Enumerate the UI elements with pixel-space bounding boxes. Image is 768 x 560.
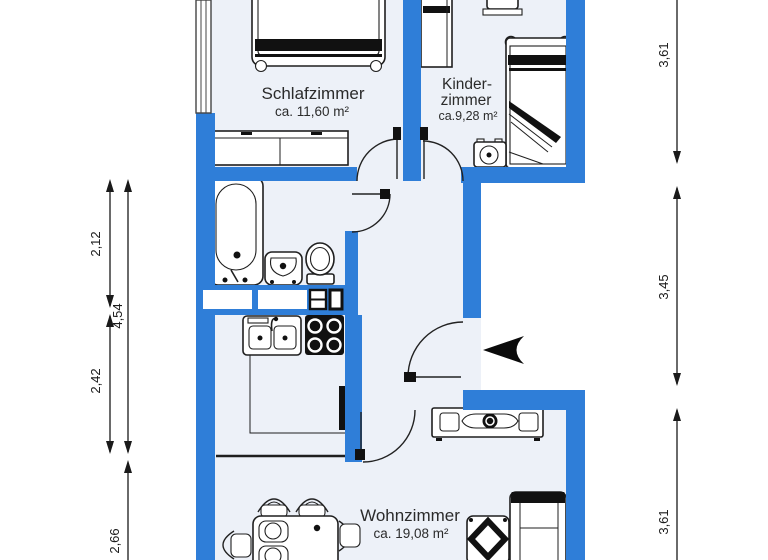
double-bed [251,0,386,73]
wall-room-divider [403,0,421,181]
door-livingroom [355,409,416,463]
dim-3-61-bottom: 3,61 [656,509,671,534]
kids-desk [420,0,453,68]
label-wohnzimmer: Wohnzimmer [360,506,460,525]
dim-2-42: 2,42 [88,368,103,393]
wall-left-exterior [196,113,215,560]
entrance-arrow [483,336,524,364]
dim-3-45: 3,45 [656,274,671,299]
door-entrance [404,321,464,382]
label-kinderzimmer-area: ca.9,28 m² [438,109,497,123]
toilet [305,242,335,285]
label-wohnzimmer-area: ca. 19,08 m² [373,526,449,541]
sofa [509,491,567,560]
wall-hall-right [463,183,481,318]
wall-right-upper [566,0,585,183]
ottoman [466,515,510,560]
bathroom-sink [264,251,303,286]
bathtub [208,176,264,286]
meter-icon [308,288,344,311]
dim-2-12: 2,12 [88,231,103,256]
stove [305,315,344,355]
door-bedroom [356,127,401,182]
kids-bed [504,35,572,169]
wall-livingroom-top [463,390,585,410]
fan-box [473,138,507,168]
dim-3-61-top: 3,61 [656,42,671,67]
dimensions-right: 3,61 3,45 3,61 [656,0,681,560]
wall-kidsroom-bottom [461,167,585,183]
dining-set [222,498,361,560]
sideboard [431,407,544,441]
dim-2-66: 2,66 [107,528,122,553]
kitchen-counter-line [216,355,347,458]
kids-stool [482,0,523,16]
label-schlafzimmer-area: ca. 11,60 m² [275,104,350,119]
room-labels: Schlafzimmer ca. 11,60 m² Kinder- zimmer… [262,76,498,541]
label-schlafzimmer: Schlafzimmer [262,84,365,103]
dresser [211,130,349,166]
window [195,0,212,114]
entrance-porch [481,183,585,390]
door-bathroom [351,189,391,233]
shaft-niches [203,288,344,311]
dimensions-left: 2,12 4,54 2,42 2,66 [88,179,132,560]
dim-4-54: 4,54 [110,303,125,328]
door-kidsroom [420,127,464,182]
label-kinderzimmer-2: zimmer [441,92,492,109]
wall-kitchen-right [345,315,362,462]
kitchen-sink [242,315,302,356]
label-kinderzimmer-1: Kinder- [442,76,492,93]
wall-bedroom-bottom [196,167,357,181]
wall-right-lower [566,390,585,560]
